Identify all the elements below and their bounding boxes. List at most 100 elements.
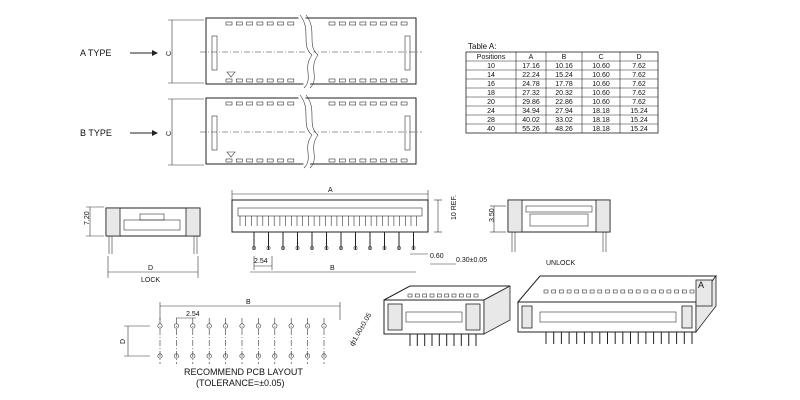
- pin-tip: [295, 246, 300, 250]
- table-cell: 7.62: [632, 72, 646, 79]
- slot: [246, 158, 253, 163]
- table-cell: 22.24: [522, 72, 540, 79]
- dim-10ref: 10 REF.: [451, 195, 458, 220]
- unlock-label: UNLOCK: [546, 260, 576, 267]
- table-cell: 15.24: [630, 126, 648, 133]
- dim-254-front: 2.54: [254, 258, 268, 265]
- pcb-dim-d: D: [120, 339, 127, 344]
- slot: [390, 101, 398, 106]
- table-cell: 27.94: [555, 108, 573, 115]
- table-header-cell: C: [598, 54, 603, 61]
- b-type-dim-c: C: [166, 131, 173, 136]
- slot: [380, 78, 387, 83]
- slot: [225, 21, 233, 26]
- table-cell: 55.26: [522, 126, 540, 133]
- iso-slot: [597, 289, 603, 294]
- iso-slot: [674, 289, 679, 294]
- slot: [246, 101, 253, 106]
- slot: [338, 21, 346, 26]
- iso-slot: [574, 289, 580, 294]
- pin-tip: [397, 246, 401, 250]
- slot: [349, 78, 356, 83]
- table-cell: 24.78: [522, 81, 540, 88]
- dim-030: 0.30±0.05: [456, 257, 487, 264]
- table-cell: 28: [487, 117, 495, 124]
- slot: [287, 21, 295, 26]
- slot: [349, 158, 356, 163]
- table-cell: 15.24: [555, 72, 573, 79]
- slot: [369, 78, 377, 83]
- table-cell: 15.24: [630, 117, 648, 124]
- iso-slot: [628, 289, 633, 294]
- pcb-layout: B 2.54 D ф1.00±0.05 RECOMMEND PCB LAYOUT…: [120, 299, 373, 388]
- slot: [225, 78, 233, 83]
- pcb-dim-b: B: [246, 299, 251, 306]
- isometric-large: A: [516, 274, 718, 344]
- pcb-dia-label: ф1.00±0.05: [349, 312, 374, 348]
- slot: [266, 78, 274, 83]
- dim-720: 7.20: [84, 211, 91, 225]
- slot: [359, 158, 367, 163]
- table-cell: 7.62: [632, 99, 646, 106]
- iso-slot: [458, 293, 464, 298]
- slot: [369, 21, 377, 26]
- table-cell: 16: [487, 81, 495, 88]
- table-header-cell: B: [562, 54, 567, 61]
- pin-tip: [324, 246, 329, 250]
- iso-slot: [681, 289, 687, 294]
- slot: [380, 21, 387, 26]
- table-title: Table A:: [468, 42, 496, 51]
- slot: [359, 101, 367, 106]
- table-cell: 10.60: [592, 90, 610, 97]
- iso-slot: [407, 293, 413, 298]
- table-cell: 33.02: [555, 117, 573, 124]
- table-cell: 24: [487, 108, 495, 115]
- slot: [246, 21, 253, 26]
- slot: [225, 101, 233, 106]
- table-cell: 17.16: [522, 63, 540, 70]
- table-cell: 20.32: [555, 90, 573, 97]
- table-cell: 34.94: [522, 108, 540, 115]
- dim-a-front: A: [328, 187, 333, 194]
- lock-label: LOCK: [141, 277, 160, 284]
- dim-d-side: D: [148, 265, 153, 272]
- table-header-cell: Positions: [477, 54, 506, 61]
- table-header-cell: A: [529, 54, 534, 61]
- pin-tip: [339, 246, 343, 250]
- iso-slot: [620, 289, 626, 294]
- table-cell: 29.86: [522, 99, 540, 106]
- slot: [256, 158, 264, 163]
- slot: [400, 78, 408, 83]
- slot: [287, 78, 295, 83]
- slot: [236, 158, 243, 163]
- iso-slot: [466, 293, 472, 298]
- slot: [349, 21, 356, 26]
- table-cell: 10: [487, 63, 495, 70]
- slot: [390, 158, 398, 163]
- side-view-left: 7.20 D LOCK: [84, 206, 201, 284]
- slot: [359, 21, 367, 26]
- slot: [400, 158, 408, 163]
- table-cell: 7.62: [632, 81, 646, 88]
- pcb-tolerance: (TOLERANCE=±0.05): [196, 378, 285, 388]
- a-type-top-view: A TYPE C: [80, 13, 422, 91]
- table-cell: 40: [487, 126, 495, 133]
- table-cell: 7.62: [632, 63, 646, 70]
- table-cell: 17.78: [555, 81, 573, 88]
- pin-tip: [411, 246, 416, 250]
- table-cell: 15.24: [630, 108, 648, 115]
- table-cell: 10.60: [592, 81, 610, 88]
- slot: [328, 21, 336, 26]
- table-cell: 18.18: [592, 117, 610, 124]
- table-cell: 10.60: [592, 99, 610, 106]
- slot: [277, 78, 284, 83]
- slot: [225, 158, 233, 163]
- iso-slot: [612, 289, 618, 294]
- slot: [359, 78, 367, 83]
- table-cell: 7.62: [632, 90, 646, 97]
- slot: [256, 21, 264, 26]
- slot: [256, 101, 264, 106]
- iso-slot: [635, 289, 641, 294]
- iso-slot: [582, 289, 587, 294]
